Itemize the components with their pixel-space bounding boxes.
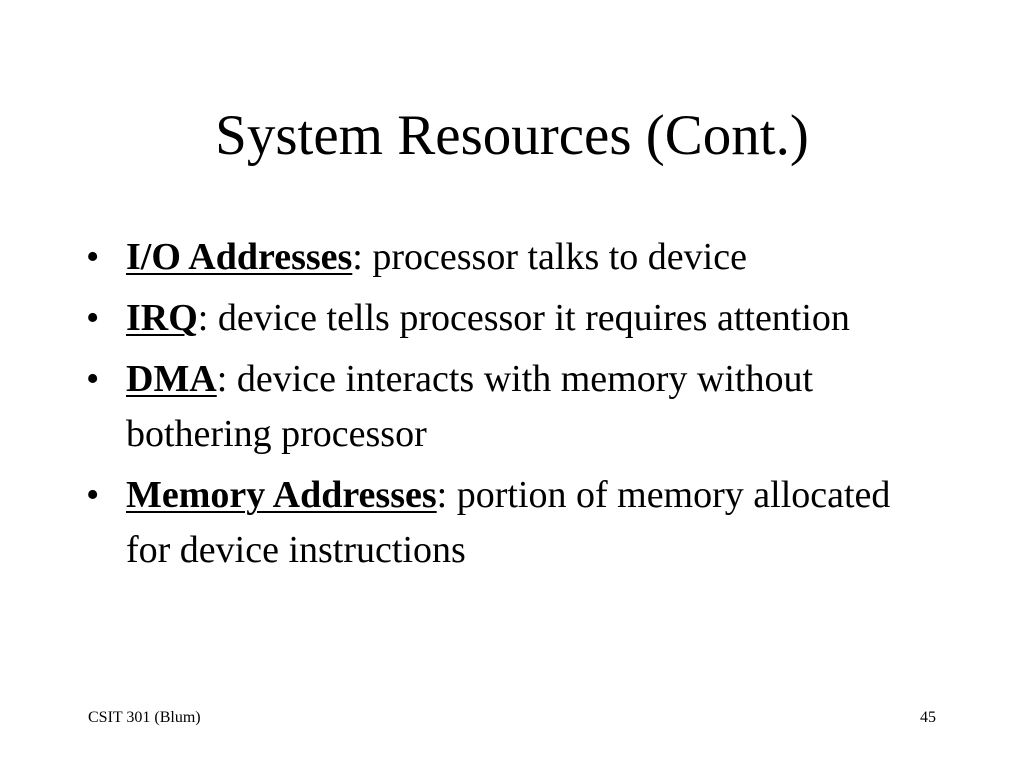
slide-title: System Resources (Cont.) bbox=[215, 104, 809, 167]
bullet-icon: • bbox=[86, 474, 100, 516]
bullet-item-io-addresses: • I/O Addresses: processor talks to devi… bbox=[86, 230, 916, 285]
bullet-term: I/O Addresses bbox=[126, 236, 353, 278]
bullet-term: IRQ bbox=[126, 297, 198, 339]
footer-course-label: CSIT 301 (Blum) bbox=[88, 709, 201, 726]
bullet-text: : portion of memory allocated for device… bbox=[126, 474, 891, 571]
bullet-item-dma: • DMA: device interacts with memory with… bbox=[86, 352, 916, 462]
bullet-text: : device tells processor it requires att… bbox=[197, 297, 850, 339]
bullet-text: : device interacts with memory without b… bbox=[126, 358, 814, 455]
bullet-icon: • bbox=[86, 297, 100, 339]
bullet-term: Memory Addresses bbox=[126, 474, 437, 516]
bullet-list: • I/O Addresses: processor talks to devi… bbox=[86, 230, 916, 584]
page-number: 45 bbox=[920, 709, 936, 726]
bullet-icon: • bbox=[86, 358, 100, 400]
bullet-item-memory-addresses: • Memory Addresses: portion of memory al… bbox=[86, 468, 916, 578]
bullet-item-irq: • IRQ: device tells processor it require… bbox=[86, 291, 916, 346]
bullet-term: DMA bbox=[126, 358, 217, 400]
bullet-text: : processor talks to device bbox=[352, 236, 747, 278]
bullet-icon: • bbox=[86, 236, 100, 278]
